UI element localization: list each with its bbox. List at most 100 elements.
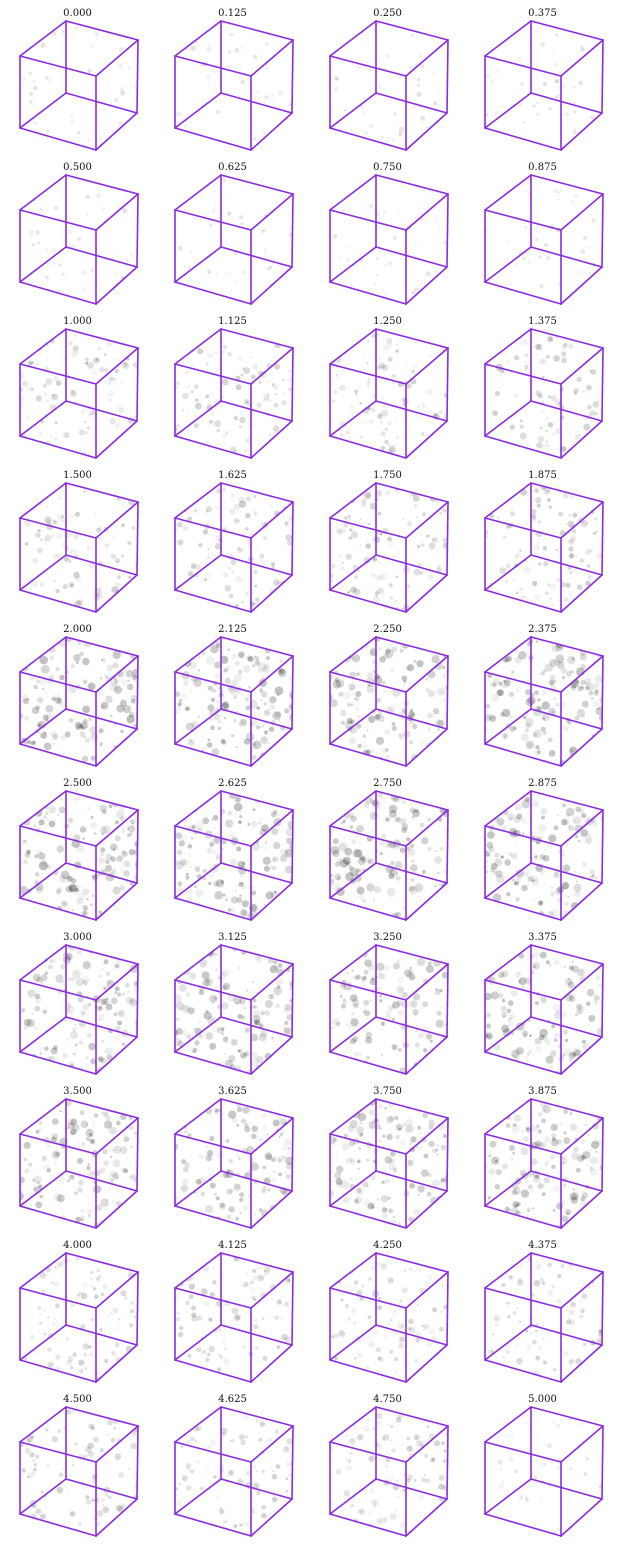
frame-time-label: 5.000 [528,1394,557,1405]
frame-time-label: 0.625 [218,162,247,173]
cube-edges [484,1406,604,1537]
volume-cube-render [484,1098,604,1229]
volume-cube-render [19,944,139,1075]
cube-edges [174,20,294,151]
cube-frame: 1.625 [155,462,310,616]
volume-texture [20,637,138,766]
volume-cube-render [174,636,294,767]
volume-texture [330,1407,448,1536]
frame-time-label: 3.125 [218,932,247,943]
frame-time-label: 1.625 [218,470,247,481]
volume-cube-render [174,1252,294,1383]
cube-frame: 4.625 [155,1386,310,1540]
volume-texture [485,1407,603,1536]
volume-texture [330,1099,448,1228]
frame-time-label: 4.125 [218,1240,247,1251]
volume-cube-render [19,1252,139,1383]
frame-time-label: 0.875 [528,162,557,173]
cube-edges [19,1098,139,1229]
cube-edges [19,328,139,459]
cube-frame: 2.625 [155,770,310,924]
volume-texture [485,637,603,766]
frame-time-label: 0.000 [63,8,92,19]
volume-cube-render [329,1098,449,1229]
cube-edges [484,174,604,305]
frame-time-label: 2.250 [373,624,402,635]
volume-texture [330,791,448,920]
cube-edges [329,174,449,305]
volume-texture [330,483,448,612]
volume-cube-render [174,790,294,921]
volume-cube-render [329,636,449,767]
frame-time-label: 1.750 [373,470,402,481]
volume-cube-render [19,20,139,151]
volume-texture [330,331,448,458]
frame-time-label: 2.750 [373,778,402,789]
volume-cube-render [174,328,294,459]
volume-texture [330,637,448,766]
cube-frame: 2.750 [310,770,465,924]
volume-texture [485,175,603,304]
cube-edges [484,20,604,151]
cube-frame: 2.875 [465,770,620,924]
frame-time-label: 3.000 [63,932,92,943]
cube-frame: 0.500 [0,154,155,308]
volume-texture [20,791,138,920]
cube-frame: 3.375 [465,924,620,1078]
volume-cube-render [19,328,139,459]
cube-edges [329,20,449,151]
volume-cube-render [329,944,449,1075]
volume-texture [330,21,448,144]
cube-frame: 1.750 [310,462,465,616]
frame-time-label: 4.625 [218,1394,247,1405]
frame-time-label: 3.875 [528,1086,557,1097]
cube-frame: 1.000 [0,308,155,462]
volume-cube-render [484,1252,604,1383]
cube-frame: 3.125 [155,924,310,1078]
cube-edges [174,482,294,613]
cube-edges [19,482,139,613]
volume-cube-render [329,482,449,613]
cube-frame: 2.125 [155,616,310,770]
cube-frame: 4.375 [465,1232,620,1386]
cube-frame: 5.000 [465,1386,620,1540]
volume-cube-render [484,20,604,151]
frame-time-label: 4.500 [63,1394,92,1405]
cube-frame: 0.250 [310,0,465,154]
cube-edges [484,790,604,921]
frame-time-label: 3.625 [218,1086,247,1097]
cube-frame: 3.875 [465,1078,620,1232]
frame-time-label: 4.375 [528,1240,557,1251]
cube-frame: 1.375 [465,308,620,462]
frame-time-label: 1.125 [218,316,247,327]
volume-cube-render [174,1406,294,1537]
volume-texture [485,1099,603,1228]
volume-cube-render [484,944,604,1075]
frame-time-label: 0.375 [528,8,557,19]
volume-texture [175,1099,293,1228]
volume-texture [178,176,293,304]
cube-frame: 2.500 [0,770,155,924]
frame-time-label: 1.500 [63,470,92,481]
cube-frame: 3.750 [310,1078,465,1232]
cube-frame: 1.875 [465,462,620,616]
cube-edges [484,1252,604,1383]
volume-cube-render [484,328,604,459]
cube-frame: 0.375 [465,0,620,154]
volume-texture [175,483,293,612]
cube-edges [484,944,604,1075]
volume-cube-render [19,174,139,305]
cube-frame: 3.250 [310,924,465,1078]
cube-edges [19,174,139,305]
cube-edges [484,636,604,767]
cube-edges [329,944,449,1075]
volume-cube-render [329,174,449,305]
cube-edges [174,636,294,767]
cube-edges [19,1406,139,1537]
volume-texture [332,182,448,302]
cube-edges [174,944,294,1075]
cube-edges [19,20,139,151]
volume-texture [330,1255,448,1382]
cube-edges [484,1098,604,1229]
volume-cube-render [19,636,139,767]
